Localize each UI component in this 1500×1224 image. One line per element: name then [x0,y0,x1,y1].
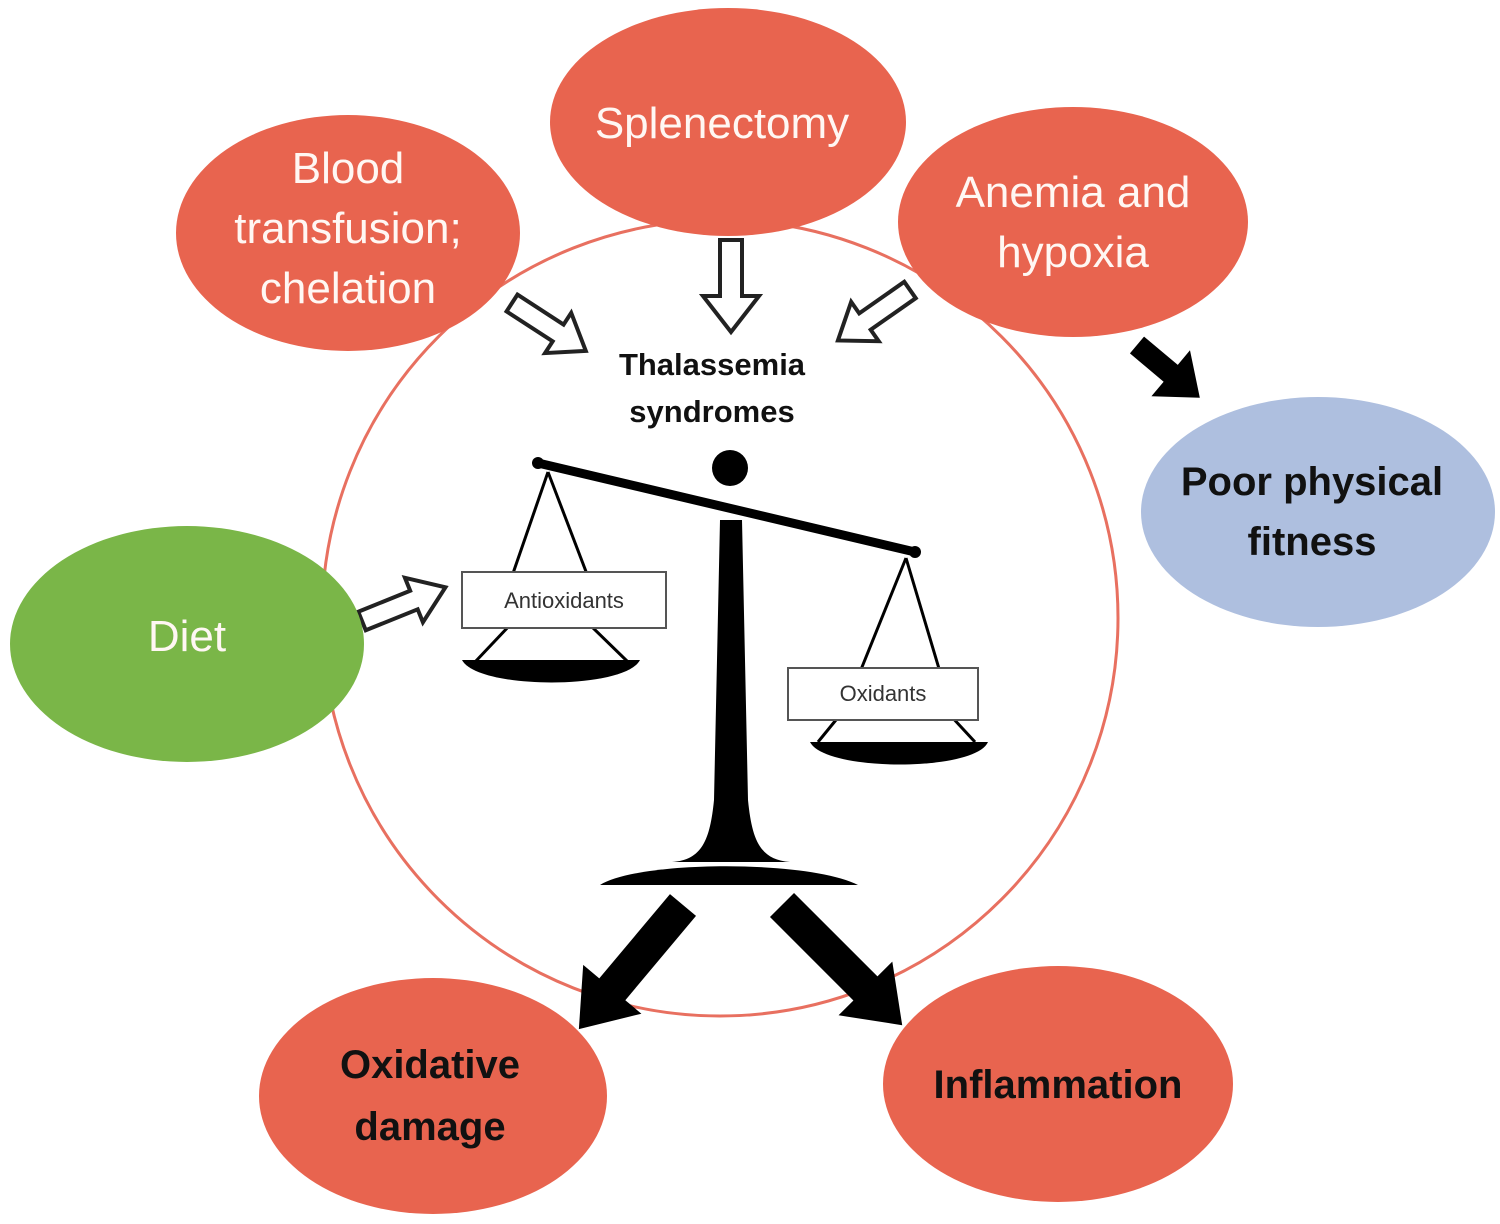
node-blood-line3: chelation [260,264,436,313]
arrow-diet-to-antioxidants [355,574,449,633]
arrow-center-to-oxidative [578,894,697,1030]
arrow-blood-to-center [503,291,589,356]
node-diet [10,526,364,762]
node-inflammation-line1: Inflammation [934,1063,1183,1107]
node-oxidative-line2: damage [354,1105,505,1149]
node-diet-line1: Diet [148,612,226,661]
balance-scale-icon [462,450,988,885]
arrow-anemia-to-center [835,279,919,344]
center-title-line2: syndromes [629,394,794,429]
node-blood-line1: Blood [292,144,405,193]
node-fitness-line2: fitness [1248,520,1377,564]
node-splenectomy-line1: Splenectomy [595,99,849,148]
node-splenectomy [550,8,906,236]
antioxidants-box [461,571,667,629]
arrow-splenectomy-to-center [698,238,764,336]
node-anemia-line2: hypoxia [997,228,1149,277]
antioxidants-label: Antioxidants [504,588,624,613]
node-inflammation [883,966,1233,1202]
node-anemia-line1: Anemia and [956,168,1191,217]
arrow-anemia-to-fitness [1129,336,1200,398]
node-fitness-line1: Poor physical [1181,460,1443,504]
node-anemia-hypoxia [898,107,1248,337]
arrow-center-to-inflammation [769,892,903,1026]
node-poor-physical-fitness [1141,397,1495,627]
node-oxidative-line1: Oxidative [340,1043,520,1087]
oxidants-box [787,667,979,721]
oxidants-label: Oxidants [840,681,927,706]
node-blood-transfusion [176,115,520,351]
center-title-line1: Thalassemia [619,347,806,382]
node-blood-line2: transfusion; [234,204,461,253]
node-oxidative-damage [259,978,607,1214]
